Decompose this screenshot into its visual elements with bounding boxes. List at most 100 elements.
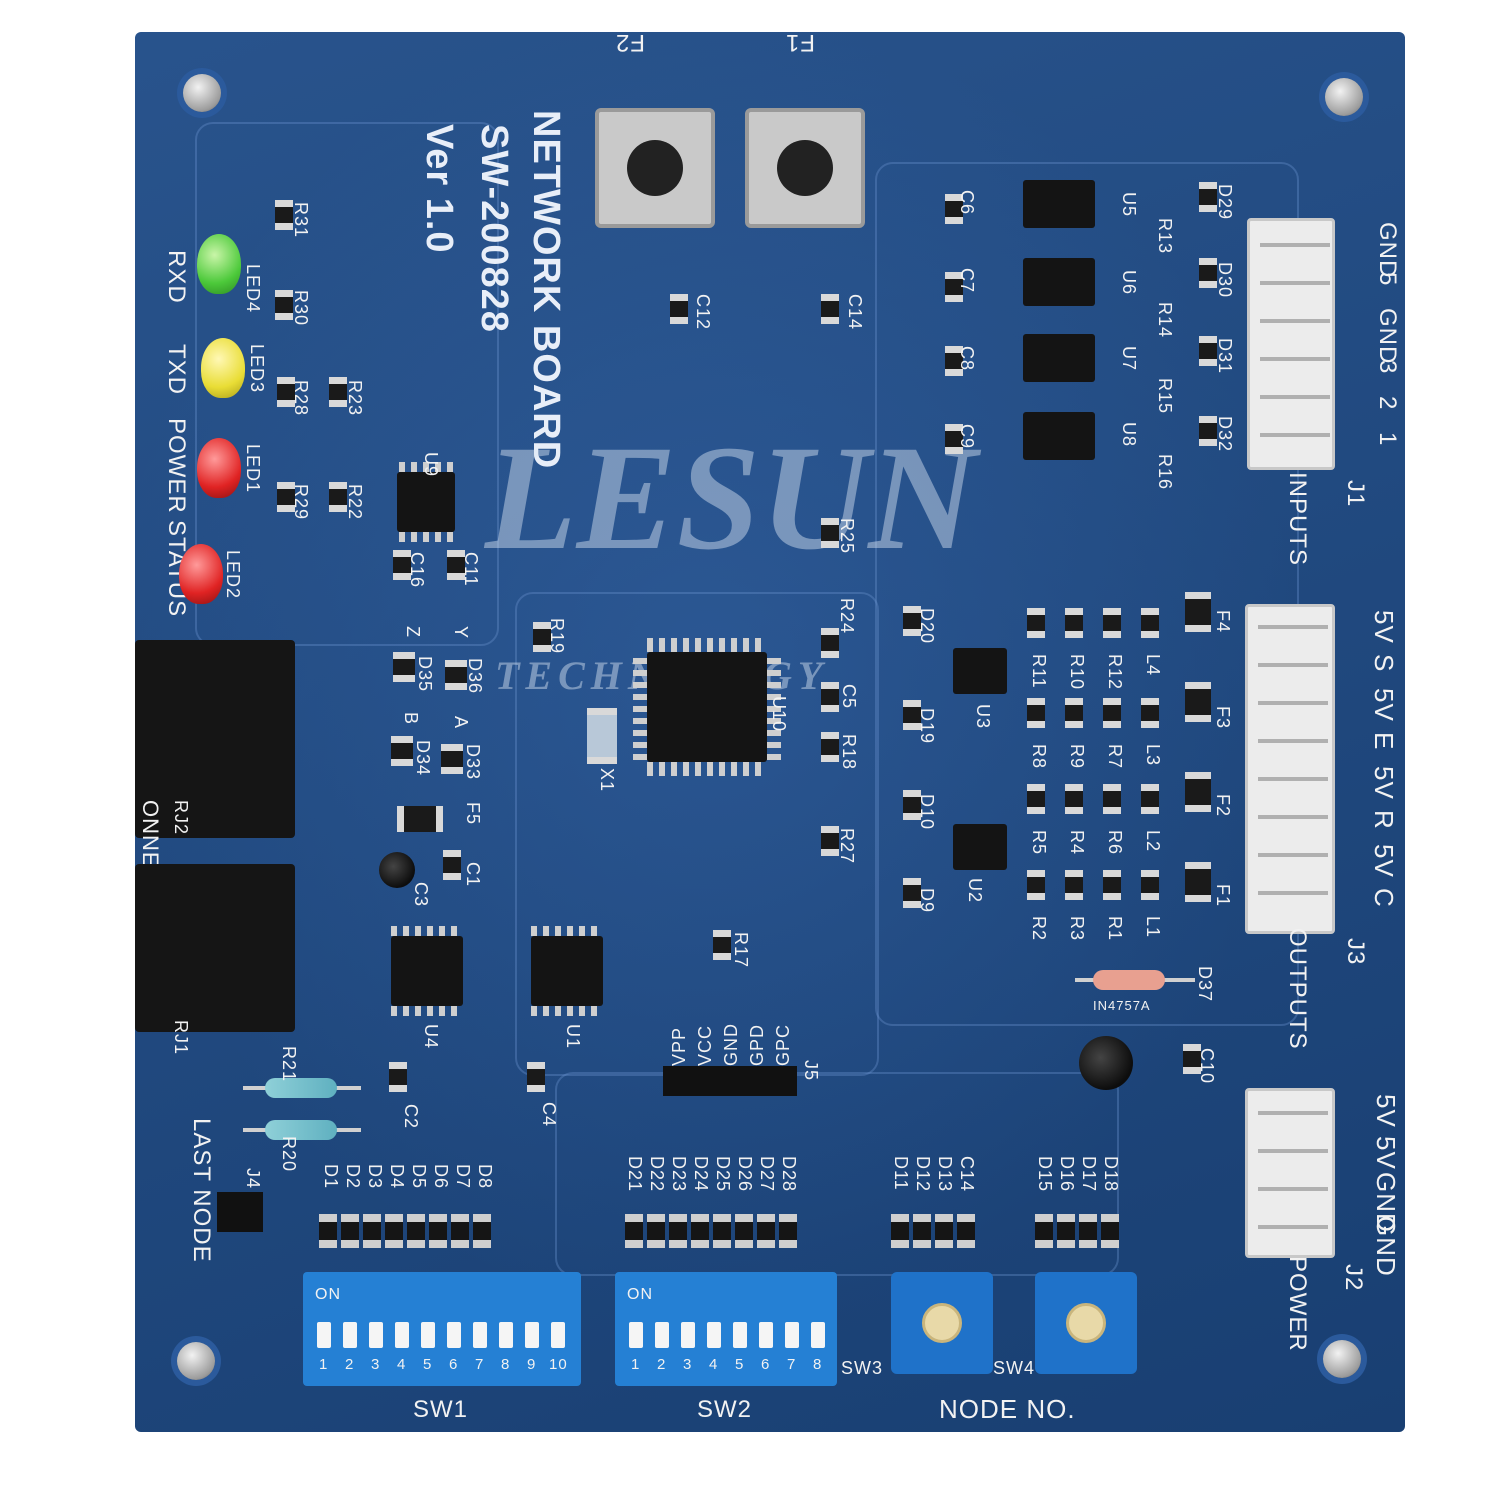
r18-label: R18 [839, 734, 859, 771]
sw4-d18-label: D18 [1101, 1156, 1121, 1193]
diode-d34 [391, 736, 413, 766]
dip-toggle[interactable] [395, 1322, 409, 1348]
sw2-d21-label: D21 [625, 1156, 645, 1193]
sw1-dip-switch[interactable]: ON 1 2 3 4 5 6 7 8 9 10 [303, 1272, 581, 1386]
f1-button[interactable] [745, 108, 865, 228]
f1-fuse-label: F1 [1213, 884, 1233, 908]
chip-pins [647, 638, 767, 652]
dip-number: 7 [475, 1356, 485, 1373]
chip-pins [399, 462, 455, 472]
board-version: Ver 1.0 [418, 124, 460, 254]
dip-toggle[interactable] [681, 1322, 695, 1348]
sw2-dip-switch[interactable]: ON 1 2 3 4 5 6 7 8 [615, 1272, 837, 1386]
dip-toggle[interactable] [629, 1322, 643, 1348]
chip-pins [633, 654, 647, 760]
optocoupler-u5 [1023, 180, 1095, 228]
r4-label: R4 [1067, 830, 1087, 856]
diode-d29 [1199, 182, 1217, 212]
board-model: SW-200828 [473, 124, 515, 333]
connector-pin [1258, 1225, 1328, 1229]
f5-label: F5 [463, 802, 483, 826]
d31-label: D31 [1215, 338, 1235, 375]
d37-label: D37 [1195, 966, 1215, 1003]
f2-label: F2 [614, 32, 645, 56]
dip-toggle[interactable] [421, 1322, 435, 1348]
dip-toggle[interactable] [447, 1322, 461, 1348]
resistor-r20 [265, 1120, 337, 1140]
dip-number: 2 [345, 1356, 355, 1373]
chip-pins [647, 762, 767, 776]
dip-toggle[interactable] [655, 1322, 669, 1348]
c4-label: C4 [539, 1102, 559, 1128]
j3-pin-3: 5V [1369, 688, 1399, 722]
dip-toggle[interactable] [759, 1322, 773, 1348]
sw4-label: SW4 [993, 1358, 1036, 1378]
f1-label: F1 [784, 32, 815, 56]
chip-pins [399, 532, 455, 542]
dip-toggle[interactable] [811, 1322, 825, 1348]
rj2-port[interactable] [135, 640, 295, 838]
resistor-r24 [821, 628, 839, 658]
a-label: A [451, 716, 471, 730]
capacitor-c10 [1183, 1044, 1201, 1074]
u4-label: U4 [421, 1024, 441, 1050]
r23-label: R23 [345, 380, 365, 417]
diode-d36 [445, 660, 467, 690]
dip-toggle[interactable] [785, 1322, 799, 1348]
j5-pin-vcc: VCC [695, 1024, 715, 1066]
j2-power-connector[interactable] [1245, 1088, 1335, 1258]
chip-u1 [531, 936, 603, 1006]
diode [1101, 1214, 1119, 1248]
dip-toggle[interactable] [369, 1322, 383, 1348]
inputs-label: INPUTS [1284, 472, 1311, 567]
chip-u9 [397, 472, 455, 532]
sw1-d7-label: D7 [453, 1164, 473, 1190]
f2-button[interactable] [595, 108, 715, 228]
sw4-rotary-switch[interactable] [1035, 1272, 1137, 1374]
connector-pin [1258, 815, 1328, 819]
sw3-rotary-switch[interactable] [891, 1272, 993, 1374]
j5-header[interactable] [663, 1066, 797, 1096]
r12-label: R12 [1105, 654, 1125, 691]
dip-toggle[interactable] [525, 1322, 539, 1348]
j3-outputs-connector[interactable] [1245, 604, 1335, 934]
c14-label: C14 [845, 294, 865, 331]
trace [875, 162, 1299, 1026]
sw1-d2-label: D2 [343, 1164, 363, 1190]
dip-toggle[interactable] [343, 1322, 357, 1348]
r16-label: R16 [1155, 454, 1175, 491]
button-cap [627, 140, 683, 196]
resistor-r9 [1065, 698, 1083, 728]
chip-u3 [953, 648, 1007, 694]
r22-label: R22 [345, 484, 365, 521]
dip-toggle[interactable] [707, 1322, 721, 1348]
dip-toggle[interactable] [733, 1322, 747, 1348]
r11-label: R11 [1029, 654, 1049, 689]
diode-d9 [903, 878, 921, 908]
diode [625, 1214, 643, 1248]
c7-label: C7 [957, 268, 977, 294]
dip-toggle[interactable] [473, 1322, 487, 1348]
resistor-r23 [329, 377, 347, 407]
resistor-r11 [1027, 608, 1045, 638]
rj1-port[interactable] [135, 864, 295, 1032]
dip-toggle[interactable] [499, 1322, 513, 1348]
dip-toggle[interactable] [317, 1322, 331, 1348]
c8-label: C8 [957, 346, 977, 372]
sw2-label: SW2 [697, 1396, 753, 1423]
dip-toggle[interactable] [551, 1322, 565, 1348]
c2-label: C2 [401, 1104, 421, 1130]
diode [757, 1214, 775, 1248]
j1-inputs-connector[interactable] [1247, 218, 1335, 470]
d32-label: D32 [1215, 416, 1235, 453]
trace [195, 122, 499, 646]
resistor-r22 [329, 482, 347, 512]
rotary-dial[interactable] [922, 1303, 962, 1343]
r3-label: R3 [1067, 916, 1087, 942]
j4-jumper[interactable] [217, 1192, 263, 1232]
f3-label: F3 [1213, 706, 1233, 730]
rotary-dial[interactable] [1066, 1303, 1106, 1343]
j3-pin-6: R [1369, 810, 1399, 830]
watermark-logo: LESUN [485, 415, 977, 581]
u9-label: U9 [421, 452, 441, 478]
